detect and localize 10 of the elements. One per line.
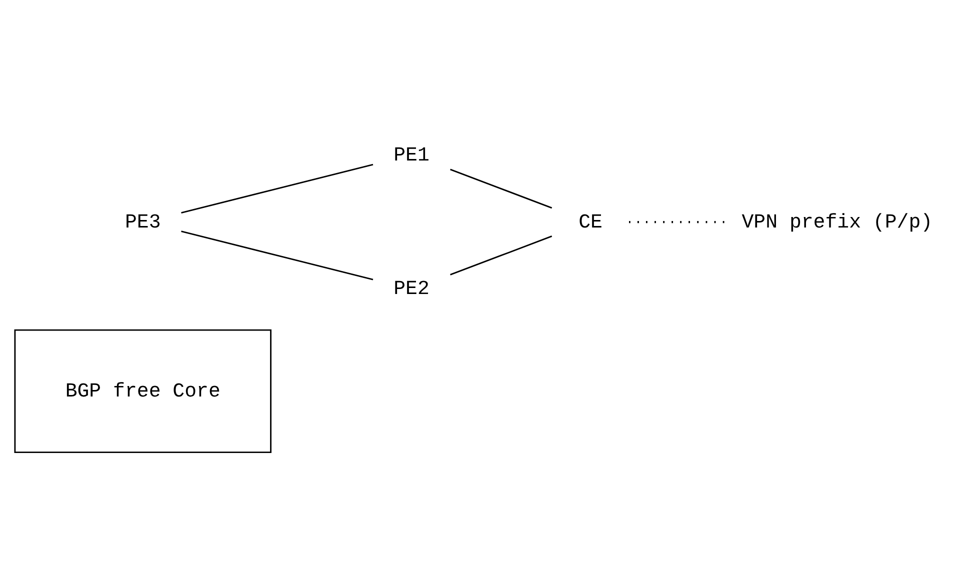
node-text: PE1: [394, 143, 430, 166]
node-text: CE: [578, 210, 602, 233]
connector: [450, 235, 552, 275]
connector: [450, 168, 552, 208]
connector: [181, 230, 374, 280]
connector: [181, 163, 374, 213]
node-text: PE2: [394, 276, 430, 300]
node-text: PE3: [124, 210, 161, 233]
node-text: VPN prefix (P/p): [742, 210, 933, 233]
node-box: BGP free Core: [14, 328, 272, 453]
